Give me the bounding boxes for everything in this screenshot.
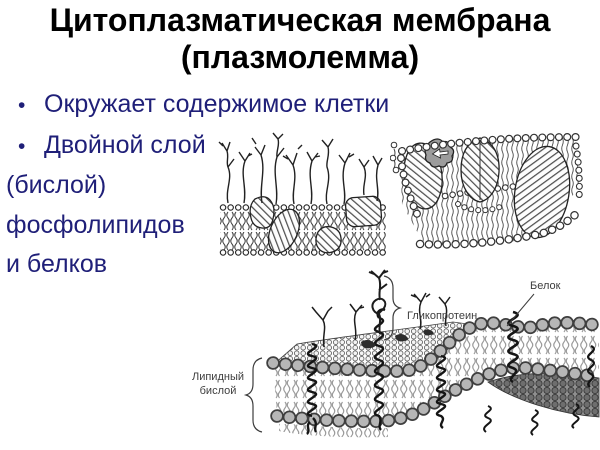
bullet-item-1-text: Окружает содержимое клетки [44,90,390,118]
glycocalyx-chains [218,132,383,205]
bullet-list: • Окружает содержимое клетки • Двойной сло… [6,85,389,285]
plasma-membrane-3d-diagram: Гликопротеин Белок Липидный бислой [192,269,600,438]
pointer-line [506,293,535,327]
bullet-item-1: • Окружает содержимое клетки [6,85,389,126]
membrane-underside-dark [487,372,600,418]
glycoprotein-callout: Гликопротеин [383,275,477,341]
protein-squiggle [530,409,539,436]
membrane-3d-block-diagram [390,133,583,249]
bullet-icon: • [18,94,26,117]
bullet-item-2-cont: и белков [6,250,108,278]
membrane-proteins-hatched [249,195,383,254]
lipid-head-rows [397,133,583,249]
protein-label: Белок [530,280,561,292]
glycoprotein-chain-main [368,269,389,335]
slide-title-line2: (плазмолемма) [180,39,420,75]
stray-lipid [390,141,400,174]
protein-squiggle [571,403,580,429]
globular-proteins [403,137,571,239]
bracket-icon [383,275,403,341]
protein-squiggle [435,354,447,429]
protein-squiggle [483,405,492,433]
arrow-icon [431,148,449,159]
bullet-item-2: • Двойной слой [6,126,389,167]
bilayer-tail-region [273,324,599,420]
protein-callout: Белок [506,280,561,327]
slide-title: Цитоплазматическая мембрана (плазмолемма… [0,2,600,76]
surface-protein-patches [361,329,434,349]
bullet-icon: • [18,134,26,158]
protein-squiggle-belok [507,310,519,384]
bullet-item-2-text: Двойной слой [44,130,206,159]
lipid-head-rows [266,316,600,429]
hanging-tails [279,423,388,438]
membrane-fuzzy-coat-diagram [218,132,389,256]
slide-title-line1: Цитоплазматическая мембрана [49,2,551,38]
lipid-bilayer-label-line1: Липидный [192,371,244,383]
protein-squiggle [587,345,595,388]
glycoprotein-label: Гликопротеин [407,310,477,322]
protein-squiggle [306,342,318,435]
lipid-bilayer-callout: Липидный бислой [192,357,263,433]
bullet-item-2-cont: (бислой) [6,171,107,199]
glycoprotein-chains [311,269,451,348]
brace-icon [243,357,263,433]
bullet-item-2-cont: фосфолипидов [6,210,185,239]
lipid-bilayer-label-line2: бислой [200,385,237,397]
